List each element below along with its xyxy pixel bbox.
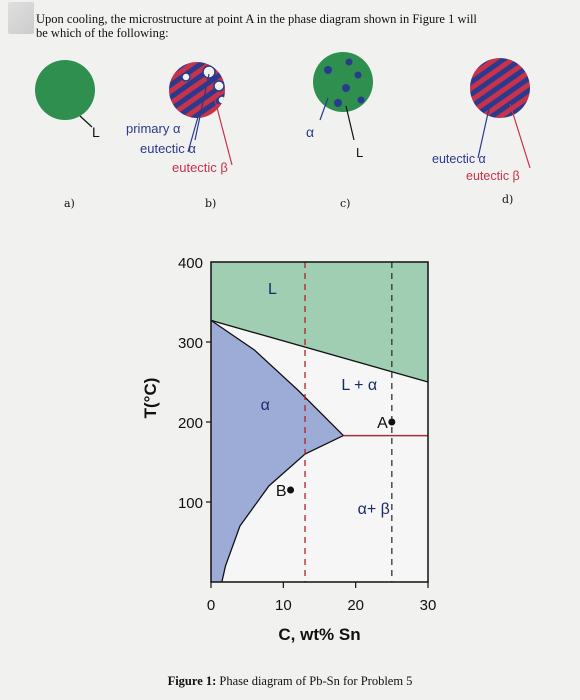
option-b-letter: b) bbox=[205, 197, 216, 210]
alpha-liquid-grain bbox=[313, 52, 373, 112]
figure-caption-label: Figure 1: bbox=[167, 674, 217, 688]
option-d-microstructure: eutectic α eutectic β d) bbox=[432, 58, 531, 206]
solvus-line bbox=[221, 435, 344, 583]
solidus-line bbox=[210, 319, 344, 437]
option-d-label-eutectic-beta: eutectic β bbox=[466, 169, 520, 183]
option-d-label-eutectic-alpha: eutectic α bbox=[432, 152, 486, 166]
x-axis-label: C, wt% Sn bbox=[278, 625, 360, 644]
alpha-region bbox=[211, 320, 344, 582]
option-d-letter: d) bbox=[502, 193, 513, 206]
liquid-region bbox=[211, 262, 428, 382]
option-a-microstructure: L a) bbox=[35, 60, 100, 210]
option-b-label-primary-alpha: primary α bbox=[126, 121, 181, 136]
liquidus-line bbox=[210, 319, 429, 383]
option-a-letter: a) bbox=[64, 197, 75, 210]
option-a-label-L: L bbox=[92, 124, 100, 140]
region-label-alpha+beta: α+ β bbox=[358, 501, 390, 518]
option-b-microstructure: primary α eutectic α eutectic β b) bbox=[126, 62, 233, 210]
figure-caption: Figure 1: Phase diagram of Pb-Sn for Pro… bbox=[0, 674, 580, 689]
document-icon bbox=[8, 2, 34, 34]
region-label-L: L bbox=[268, 281, 277, 298]
x-tick-label-30: 30 bbox=[420, 597, 437, 614]
liquid-grain bbox=[35, 60, 95, 120]
option-b-label-eutectic-beta: eutectic β bbox=[172, 160, 228, 175]
option-c-label-L: L bbox=[356, 145, 363, 160]
y-top-label: 400 bbox=[178, 255, 203, 272]
x-tick-label-10: 10 bbox=[275, 597, 292, 614]
x-tick-label-20: 20 bbox=[347, 597, 364, 614]
figure-caption-text: Phase diagram of Pb-Sn for Problem 5 bbox=[216, 674, 413, 688]
y-tick-label-300: 300 bbox=[178, 335, 203, 352]
option-c-letter: c) bbox=[340, 197, 350, 210]
y-axis-label: T(°C) bbox=[141, 378, 160, 419]
point-A bbox=[388, 418, 396, 426]
phase-diagram-chart: 0 10 20 30 100 200 300 400 C, wt% Sn T(°C) Lα L + α… bbox=[141, 255, 436, 644]
point-B bbox=[287, 486, 295, 494]
question-text: Upon cooling, the microstructure at poin… bbox=[36, 12, 556, 40]
point-label-B: B bbox=[276, 483, 287, 500]
option-b-label-eutectic-alpha: eutectic α bbox=[140, 141, 196, 156]
option-c-microstructure: α L c) bbox=[306, 52, 373, 210]
y-tick-label-200: 200 bbox=[178, 415, 203, 432]
point-label-A: A bbox=[377, 415, 388, 432]
region-label-L+alpha: L + α bbox=[341, 377, 377, 394]
eutectic-only-grain bbox=[470, 58, 530, 118]
option-c-label-alpha: α bbox=[306, 124, 314, 140]
question-line-2: be which of the following: bbox=[36, 26, 169, 40]
y-tick-label-100: 100 bbox=[178, 495, 203, 512]
region-label-alpha: α bbox=[261, 397, 270, 414]
question-line-1: Upon cooling, the microstructure at poin… bbox=[36, 12, 477, 26]
x-tick-label-0: 0 bbox=[207, 597, 215, 614]
